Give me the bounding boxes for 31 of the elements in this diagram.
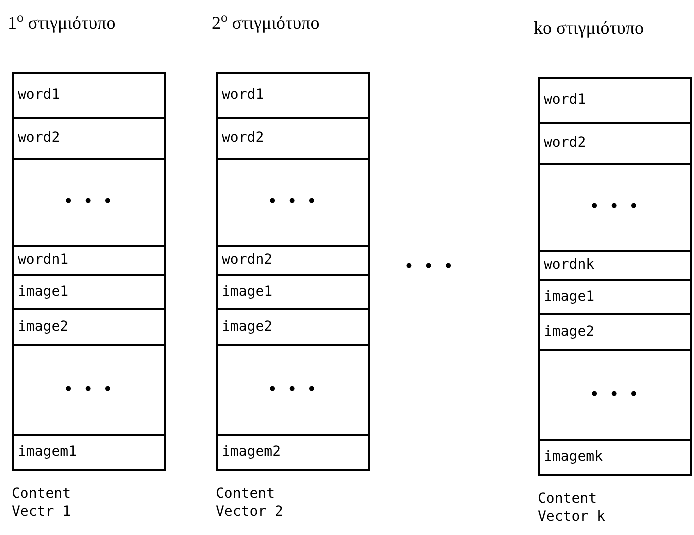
vector-cell: word1 <box>218 74 368 117</box>
vector-caption: Content Vectr 1 <box>12 485 72 521</box>
vector-cell: word1 <box>14 74 164 117</box>
vector-cell: word2 <box>218 117 368 158</box>
vector-cell: imagem2 <box>218 434 368 469</box>
vector-cell: image2 <box>14 308 164 344</box>
snapshot-heading: ko στιγμιότυπο <box>534 19 644 37</box>
vector-cell: image1 <box>14 274 164 308</box>
ellipsis-cell: • • • <box>14 158 164 245</box>
vector-cell: wordn1 <box>14 245 164 274</box>
snapshot-heading: 1$^{o}$ στιγμιότυπο <box>8 14 116 32</box>
vector-caption: Content Vector 2 <box>216 485 284 521</box>
ellipsis-cell: • • • <box>540 349 690 439</box>
ellipsis-cell: • • • <box>14 344 164 434</box>
vector-cell: imagem1 <box>14 434 164 469</box>
vector-cell: image1 <box>218 274 368 308</box>
ellipsis-cell: • • • <box>540 163 690 250</box>
vector-cell: imagemk <box>540 439 690 474</box>
vector-cell: word1 <box>540 79 690 122</box>
vector-caption: Content Vector k <box>538 490 606 526</box>
vector-cell: wordn2 <box>218 245 368 274</box>
ellipsis-label: • • • <box>405 258 454 277</box>
snapshot-heading: 2$^{o}$ στιγμιότυπο <box>212 14 320 32</box>
vector-cell: word2 <box>14 117 164 158</box>
ellipsis-cell: • • • <box>218 344 368 434</box>
ellipsis-cell: • • • <box>218 158 368 245</box>
vector-cell: image1 <box>540 279 690 313</box>
vector-cell: word2 <box>540 122 690 163</box>
vector-cell: image2 <box>218 308 368 344</box>
vector-cell: image2 <box>540 313 690 349</box>
vector-cell: wordnk <box>540 250 690 279</box>
